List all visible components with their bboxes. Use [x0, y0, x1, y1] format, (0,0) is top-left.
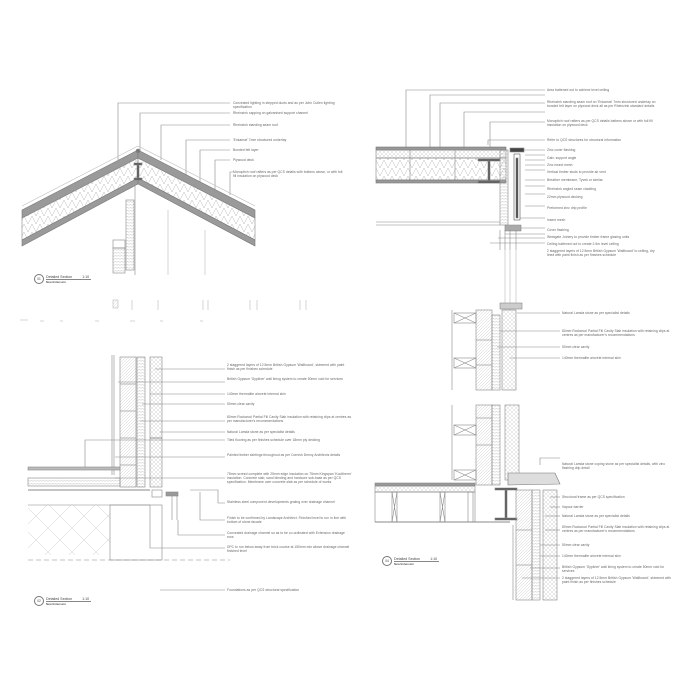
annotation-note: Cover flashing [547, 228, 569, 232]
annotation-note: Bonded felt layer [233, 148, 259, 152]
section-title: Detailed Section [46, 596, 73, 601]
section-number-badge: 04 [382, 556, 392, 566]
section-title: Detailed Section [46, 274, 73, 279]
annotation-note: British Gypsum 'Gypliner' wall lining sy… [562, 565, 665, 573]
annotation-note: 140mm thermalite aircrete internal skin [562, 356, 621, 360]
section-scale: 1:10 [430, 556, 438, 561]
section-03-eaves [375, 89, 545, 250]
section-03-wall [451, 302, 560, 391]
annotation-note: 140mm thermalite aircrete internal skin [227, 392, 286, 396]
annotation-note: Monopitch roof rafters as per QCS detail… [233, 170, 343, 178]
annotation-note: 50mm clear cavity [227, 402, 255, 406]
section-04-parapet [374, 404, 561, 601]
annotation-note: Ceiling battened out to create 2.6m leve… [547, 242, 619, 246]
section-02-ground [27, 355, 230, 591]
annotation-note: Concealed drainage channel so as to be c… [227, 531, 345, 539]
annotation-note: 'Enkamat' 7mm structured underlay [233, 138, 287, 142]
annotation-note: Structural frame as per QCS specificatio… [562, 495, 625, 499]
annotation-note: Rheinzink angled seam cladding [547, 187, 596, 191]
annotation-note: Galv. support angle [547, 156, 577, 160]
annotation-note: Breather membrane, Tyvek or similar [547, 178, 603, 182]
annotation-note: Rheinzink capping on galvanised support … [233, 111, 308, 115]
annotation-note: Stainless steel component developments g… [227, 500, 335, 504]
title-block-02: 02 Detailed Section 1:10 New Extension [34, 596, 92, 606]
annotation-note: 80mm Rockwool Partial Fill Cavity Slab i… [227, 415, 352, 423]
section-subtitle: New Extension [394, 561, 414, 566]
annotation-note: 75mm screed complete with 25mm edge insu… [227, 472, 352, 484]
annotation-note: Tiled flooring as per finishes schedule … [227, 438, 320, 442]
annotation-note: Natural Lamda stone as per specialist de… [227, 430, 295, 434]
annotation-note: 2 staggered layers of 12.5mm British Gyp… [562, 576, 672, 584]
annotation-note: Zinc insect mesh [547, 163, 573, 167]
section-number-badge: 01 [34, 274, 44, 284]
annotation-note: 50mm clear cavity [562, 345, 590, 349]
window-frame-lines [504, 250, 517, 310]
annotation-note: Monopitch roof rafters as per QCS detail… [547, 119, 653, 127]
annotation-note: British Gypsum 'Gypliner' wall lining sy… [227, 377, 343, 381]
annotation-note: 140mm thermalite aircrete internal skin [562, 554, 621, 558]
annotation-note: Zinc cover flashing [547, 148, 576, 152]
annotation-note: Vapour barrier [562, 505, 584, 509]
annotation-note: 22mm plywood decking [547, 195, 583, 199]
annotation-note: Refer to QCS structures for structural i… [547, 138, 622, 142]
annotation-note: Area battened out to achieve level ceili… [547, 88, 610, 92]
annotation-note: Plywood deck [233, 158, 254, 162]
annotation-note: Vertical timber studs to provide air ven… [547, 170, 606, 174]
annotation-note: DPC to run below away from brick course … [227, 545, 350, 553]
annotation-note: Insect mesh [547, 218, 566, 222]
annotation-note: Painted timber skirtings throughout as p… [227, 453, 341, 457]
annotation-note: Concealed lighting in stepped ducts and … [233, 101, 335, 109]
annotation-note: 2 staggered layers of 12.5mm British Gyp… [227, 363, 345, 371]
title-block-04: 04 Detailed Section 1:10 New Extension [382, 556, 440, 566]
annotation-note: Natural Lamda stone as per specialist de… [562, 311, 630, 315]
annotation-note: Rheinzink standing seam roof on 'Enkamat… [547, 100, 656, 108]
annotation-note: Preformed zinc drip profile [547, 206, 587, 210]
annotation-note: Rheinzink standing seam roof [233, 123, 278, 127]
section-scale: 1:10 [82, 596, 90, 601]
section-subtitle: New Extension [46, 279, 66, 284]
annotation-note: 50mm clear cavity [562, 543, 590, 547]
annotation-note: Finish to be confirmed by Landscape Arch… [227, 516, 347, 524]
annotation-note: Westgate Joinery to provide timber frame… [547, 235, 630, 239]
section-01-ridge [21, 102, 256, 275]
annotation-note: 80mm Rockwool Partial Fill Cavity Slab i… [562, 525, 670, 533]
annotation-note: Natural Lamda stone coping stone as per … [562, 462, 666, 470]
section-scale: 1:10 [82, 274, 90, 279]
title-block-01: 01 Detailed Section 1:10 New Extension [34, 274, 92, 284]
section-cut-marks [20, 299, 307, 322]
annotation-note: 2 staggered layers of 12.5mm British Gyp… [547, 249, 655, 257]
section-title: Detailed Section [394, 556, 421, 561]
annotation-note: Foundations as per QCS structural specif… [227, 588, 300, 592]
section-subtitle: New Extension [46, 601, 66, 606]
annotation-note: Natural Lamda stone as per specialist de… [562, 514, 630, 518]
section-number-badge: 02 [34, 596, 44, 606]
annotation-note: 80mm Rockwool Partial Fill Cavity Slab i… [562, 329, 670, 337]
